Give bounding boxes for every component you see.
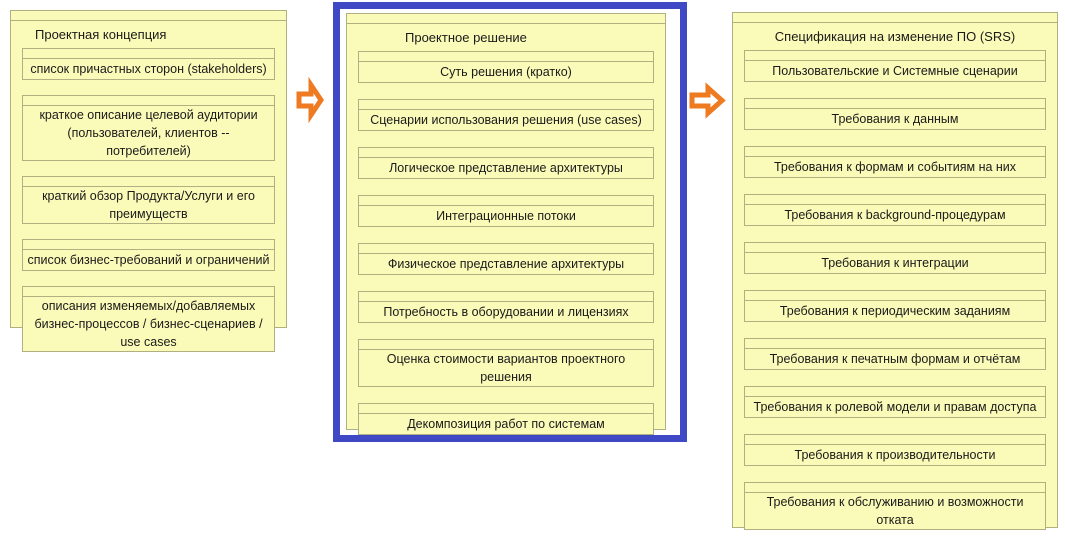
node-label: Декомпозиция работ по системам <box>407 417 605 431</box>
arrow-right-icon[interactable] <box>689 82 726 119</box>
name-compartment <box>23 287 274 297</box>
diagram-node-data-requirements[interactable]: Требования к данным <box>744 98 1046 130</box>
node-label: Суть решения (кратко) <box>440 65 572 79</box>
name-compartment <box>11 11 286 21</box>
diagram-node-integration-requirements[interactable]: Требования к интеграции <box>744 242 1046 274</box>
panel-title: Проектная концепция <box>35 27 167 42</box>
name-compartment <box>359 52 653 62</box>
node-label: Требования к периодическим заданиям <box>779 304 1011 318</box>
name-compartment <box>745 387 1045 397</box>
node-label: Требования к данным <box>831 112 959 126</box>
arrow-right-icon[interactable] <box>296 76 325 124</box>
name-compartment <box>347 14 665 24</box>
name-compartment <box>745 99 1045 109</box>
node-label: краткое описание целевой аудитории (поль… <box>39 108 258 158</box>
diagram-node-print-forms-reports[interactable]: Требования к печатным формам и отчётам <box>744 338 1046 370</box>
diagram-node-logical-architecture[interactable]: Логическое представление архитектуры <box>358 147 654 179</box>
diagram-node-stakeholders[interactable]: список причастных сторон (stakeholders) <box>22 48 275 80</box>
node-label: Требования к производительности <box>794 448 996 462</box>
name-compartment <box>745 291 1045 301</box>
node-label: краткий обзор Продукта/Услуги и его преи… <box>42 189 255 221</box>
diagram-node-background-procedures[interactable]: Требования к background-процедурам <box>744 194 1046 226</box>
diagram-node-business-processes[interactable]: описания изменяемых/добавляемых бизнес-п… <box>22 286 275 352</box>
diagram-node-periodic-jobs[interactable]: Требования к периодическим заданиям <box>744 290 1046 322</box>
panel-srs-specification[interactable]: Спецификация на изменение ПО (SRS) Польз… <box>732 12 1058 530</box>
node-label: описания изменяемых/добавляемых бизнес-п… <box>34 299 263 349</box>
node-label: Потребность в оборудовании и лицензиях <box>383 305 629 319</box>
selection-highlight: Проектное решение Суть решения (кратко) … <box>333 2 687 442</box>
node-label: Требования к формам и событиям на них <box>773 160 1017 174</box>
node-label: Требования к ролевой модели и правам дос… <box>753 400 1037 414</box>
name-compartment <box>745 483 1045 493</box>
node-label: Оценка стоимости вариантов проектного ре… <box>386 352 626 384</box>
diagram-node-performance-requirements[interactable]: Требования к производительности <box>744 434 1046 466</box>
diagram-node-integration-flows[interactable]: Интеграционные потоки <box>358 195 654 227</box>
diagram-node-solution-summary[interactable]: Суть решения (кратко) <box>358 51 654 83</box>
name-compartment <box>359 244 653 254</box>
name-compartment <box>359 404 653 414</box>
name-compartment <box>23 240 274 250</box>
name-compartment <box>359 148 653 158</box>
node-label: Физическое представление архитектуры <box>387 257 625 271</box>
node-label: Требования к background-процедурам <box>784 208 1006 222</box>
name-compartment <box>359 292 653 302</box>
diagram-node-cost-estimate[interactable]: Оценка стоимости вариантов проектного ре… <box>358 339 654 387</box>
diagram-node-target-audience[interactable]: краткое описание целевой аудитории (поль… <box>22 95 275 161</box>
diagram-node-use-cases[interactable]: Сценарии использования решения (use case… <box>358 99 654 131</box>
node-label: Логическое представление архитектуры <box>389 161 623 175</box>
diagram-node-maintenance-rollback[interactable]: Требования к обслуживанию и возможности … <box>744 482 1046 530</box>
name-compartment <box>359 196 653 206</box>
name-compartment <box>745 339 1045 349</box>
name-compartment <box>359 100 653 110</box>
diagram-node-forms-events-requirements[interactable]: Требования к формам и событиям на них <box>744 146 1046 178</box>
name-compartment <box>745 147 1045 157</box>
node-label: Требования к обслуживанию и возможности … <box>766 495 1024 527</box>
name-compartment <box>23 177 274 187</box>
diagram-node-role-model-access[interactable]: Требования к ролевой модели и правам дос… <box>744 386 1046 418</box>
name-compartment <box>745 51 1045 61</box>
node-label: Интеграционные потоки <box>436 209 576 223</box>
diagram-node-physical-architecture[interactable]: Физическое представление архитектуры <box>358 243 654 275</box>
node-label: Пользовательские и Системные сценарии <box>772 64 1018 78</box>
diagram-node-hardware-licenses[interactable]: Потребность в оборудовании и лицензиях <box>358 291 654 323</box>
node-label: Сценарии использования решения (use case… <box>370 113 642 127</box>
name-compartment <box>23 96 274 106</box>
diagram-node-business-requirements[interactable]: список бизнес-требований и ограничений <box>22 239 275 271</box>
node-label: Требования к печатным формам и отчётам <box>769 352 1021 366</box>
name-compartment <box>745 435 1045 445</box>
name-compartment <box>733 13 1057 23</box>
panel-items: список причастных сторон (stakeholders) … <box>11 48 286 352</box>
diagram-node-user-system-scenarios[interactable]: Пользовательские и Системные сценарии <box>744 50 1046 82</box>
panel-project-solution[interactable]: Проектное решение Суть решения (кратко) … <box>346 13 666 435</box>
diagram-node-work-decomposition[interactable]: Декомпозиция работ по системам <box>358 403 654 435</box>
name-compartment <box>745 243 1045 253</box>
panel-title: Проектное решение <box>405 30 527 45</box>
name-compartment <box>23 49 274 59</box>
panel-items: Суть решения (кратко) Сценарии использов… <box>347 51 665 435</box>
diagram-node-product-overview[interactable]: краткий обзор Продукта/Услуги и его преи… <box>22 176 275 224</box>
panel-items: Пользовательские и Системные сценарии Тр… <box>733 50 1057 530</box>
node-label: список бизнес-требований и ограничений <box>27 253 270 267</box>
panel-title: Спецификация на изменение ПО (SRS) <box>774 29 1016 44</box>
node-label: список причастных сторон (stakeholders) <box>30 62 267 76</box>
node-label: Требования к интеграции <box>821 256 969 270</box>
name-compartment <box>745 195 1045 205</box>
panel-project-concept[interactable]: Проектная концепция список причастных ст… <box>10 10 287 352</box>
name-compartment <box>359 340 653 350</box>
